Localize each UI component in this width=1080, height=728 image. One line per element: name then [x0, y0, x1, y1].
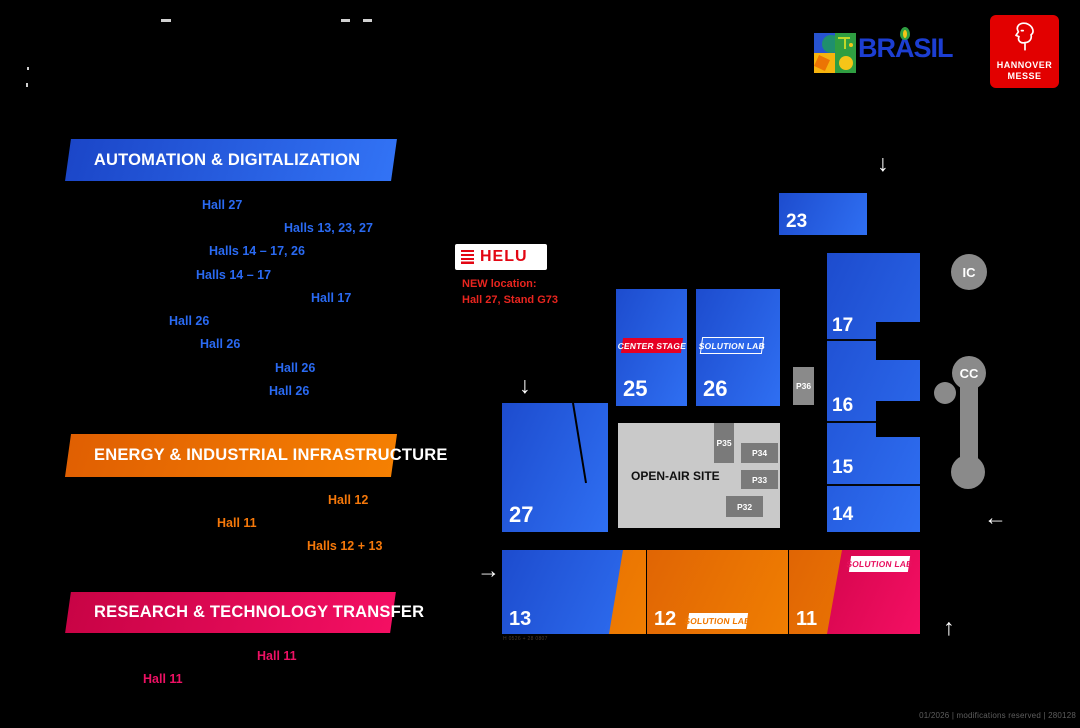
- legend-hall-ref: Halls 12 + 13: [307, 539, 383, 553]
- title-speck: [26, 83, 28, 87]
- hall-number: 23: [786, 211, 808, 232]
- legend-hall-ref: Hall 26: [200, 337, 241, 351]
- hall-notch: [876, 322, 920, 360]
- legend-hall-ref: Hall 11: [217, 516, 257, 530]
- title-speck: [27, 67, 29, 70]
- parking-p34: P34: [741, 443, 778, 463]
- entrance-arrow-down-icon: ↓: [877, 150, 889, 176]
- parking-p32: P32: [726, 496, 763, 517]
- legend-hall-ref: Hall 27: [202, 198, 243, 212]
- center-stage-badge: CENTER STAGE: [617, 338, 687, 353]
- hall-27: 27: [502, 403, 608, 532]
- hall-14-17-block: 17 16 15 14: [827, 253, 920, 532]
- title-dash: [363, 19, 372, 22]
- legend-hall-ref: Hall 11: [257, 649, 297, 663]
- legend-hall-ref: Hall 26: [169, 314, 210, 328]
- legend-banner-research: RESEARCH & TECHNOLOGY TRANSFER: [65, 592, 424, 633]
- hall-13-blue-area: [502, 550, 623, 634]
- entrance-arrow-left-icon: ←: [984, 504, 1007, 530]
- structure-dot: [934, 382, 956, 404]
- hall-23: 23: [779, 193, 867, 235]
- legend-hall-ref: Halls 14 – 17: [196, 268, 272, 282]
- hall-number: 14: [832, 504, 854, 525]
- open-air-site-label: OPEN-AIR SITE: [631, 469, 720, 483]
- brasil-logo[interactable]: BRASIL: [810, 27, 980, 80]
- hall-number: 26: [703, 376, 728, 401]
- hall-13: 13: [502, 550, 646, 634]
- legend-title: AUTOMATION & DIGITALIZATION: [94, 150, 361, 169]
- hermes-head-icon: [1015, 22, 1034, 51]
- legend-hall-ref: Hall 11: [143, 672, 183, 686]
- hall-number: 12: [654, 608, 677, 630]
- hall-number: 27: [509, 502, 534, 527]
- information-center: IC: [951, 254, 987, 290]
- legend-title: ENERGY & INDUSTRIAL INFRASTRUCTURE: [94, 446, 448, 464]
- legend-hall-ref: Halls 13, 23, 27: [284, 221, 373, 235]
- hall-number: 13: [509, 608, 532, 630]
- parking-p35: P35: [714, 423, 734, 463]
- hannover-messe-logo[interactable]: HANNOVER MESSE: [990, 15, 1059, 88]
- helu-logo[interactable]: HELU: [455, 244, 547, 270]
- hall-divider: [827, 484, 920, 486]
- hall-26: SOLUTION LAB 26: [696, 289, 780, 406]
- hall-number: 25: [623, 376, 648, 401]
- legend-hall-ref: Halls 14 – 17, 26: [209, 244, 305, 258]
- open-air-site: OPEN-AIR SITE P35 P34 P33 P32: [618, 423, 780, 528]
- hall-number: 11: [796, 608, 818, 630]
- hannover-logo-line1: HANNOVER: [996, 60, 1053, 70]
- hannover-logo-line2: MESSE: [1007, 71, 1042, 81]
- hall-divider: [827, 421, 920, 423]
- helu-notice-line2: Hall 27, Stand G73: [462, 294, 558, 306]
- solution-lab-badge: SOLUTION LAB: [698, 337, 766, 354]
- leaf-icon: [899, 27, 911, 40]
- hall-11: SOLUTION LAB 11: [789, 550, 920, 634]
- structure-dot: [951, 455, 985, 489]
- skywalk: [960, 373, 978, 472]
- title-dash: [341, 19, 350, 22]
- helu-notice-line1: NEW location:: [462, 278, 537, 290]
- helu-wordmark: HELU: [480, 248, 528, 265]
- road-line: [572, 403, 587, 484]
- legend-hall-ref: Hall 12: [328, 493, 369, 507]
- brasil-logo-icon: [814, 33, 856, 73]
- legend-hall-ref: Hall 26: [269, 384, 310, 398]
- title-dash: [161, 19, 171, 22]
- legend-hall-ref: Hall 17: [311, 291, 352, 305]
- hall-12: SOLUTION LAB 12: [647, 550, 788, 634]
- solution-lab-badge: SOLUTION LAB: [846, 556, 913, 572]
- entrance-arrow-down-icon: ↓: [519, 372, 531, 398]
- entrance-arrow-right-icon: →: [477, 557, 500, 583]
- hall-25: CENTER STAGE 25: [616, 289, 687, 406]
- helu-stripes-icon: [461, 250, 474, 264]
- solution-lab-badge: SOLUTION LAB: [684, 613, 751, 629]
- small-print: H 0526 + 28 0807: [503, 636, 548, 642]
- hall-notch: [876, 401, 920, 437]
- convention-center: CC: [952, 356, 986, 390]
- parking-p36: P36: [793, 367, 814, 405]
- legend-banner-automation: AUTOMATION & DIGITALIZATION: [65, 139, 397, 181]
- entrance-arrow-up-icon: ↑: [943, 614, 955, 640]
- legend-banner-energy: ENERGY & INDUSTRIAL INFRASTRUCTURE: [64, 434, 448, 477]
- legend-hall-ref: Hall 26: [275, 361, 316, 375]
- legend-title: RESEARCH & TECHNOLOGY TRANSFER: [94, 603, 425, 621]
- parking-p33: P33: [741, 470, 778, 489]
- hall-number: 16: [832, 395, 854, 416]
- hall-number: 17: [832, 315, 854, 336]
- footer-note: 01/2026 | modifications reserved | 28012…: [919, 711, 1076, 720]
- hall-divider: [827, 339, 920, 341]
- hall-number: 15: [832, 457, 854, 478]
